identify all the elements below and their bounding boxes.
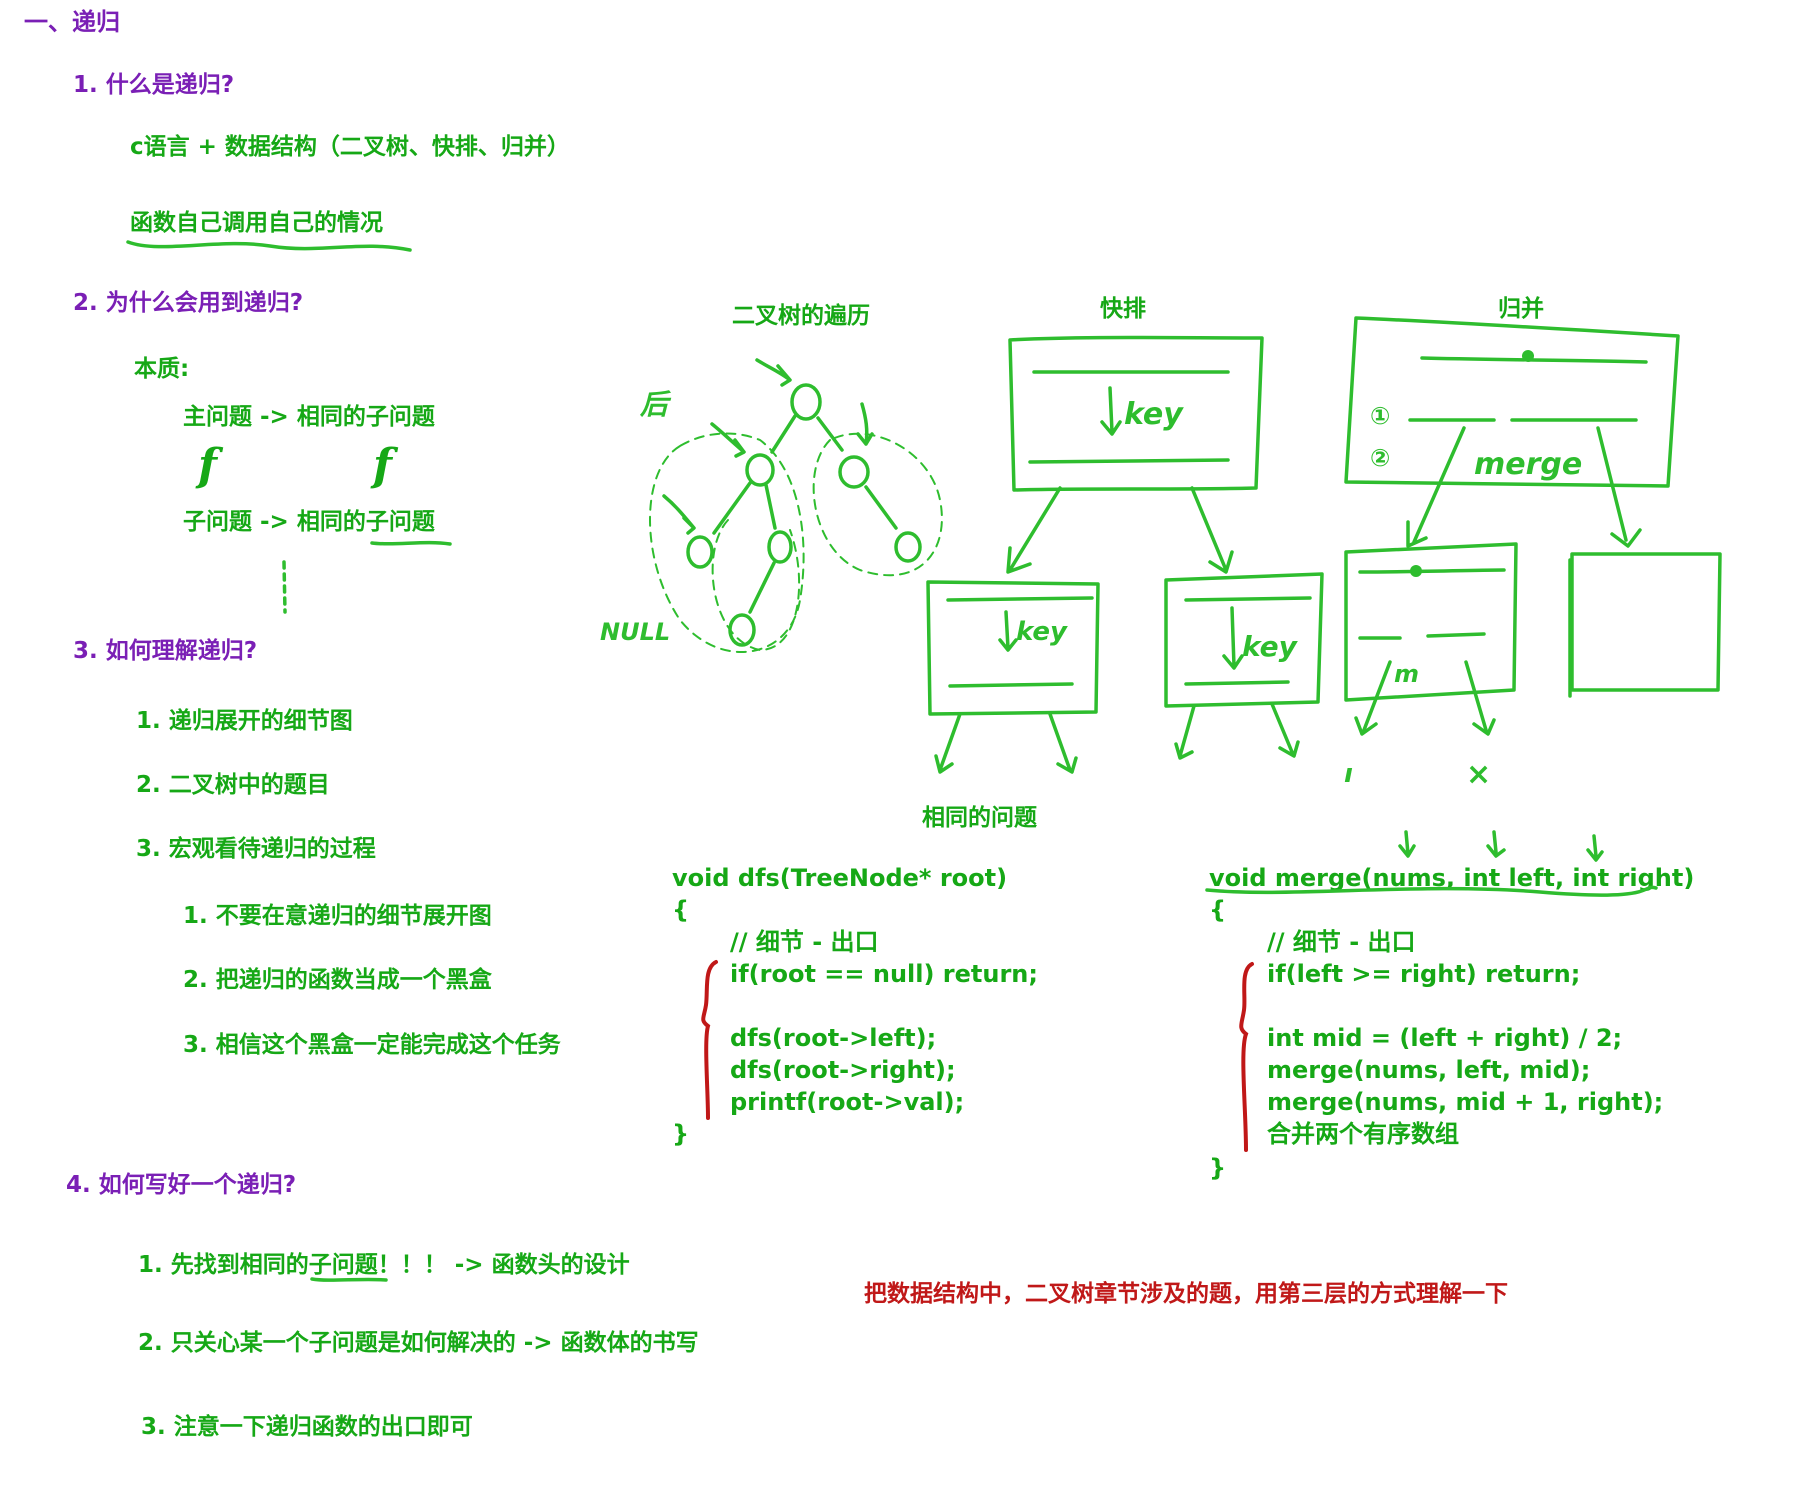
- dfs-open-brace: {: [672, 896, 690, 924]
- merge-close-brace: }: [1209, 1154, 1227, 1182]
- merge-line-3: merge(nums, left, mid);: [1267, 1056, 1591, 1084]
- q2-essence: 本质:: [134, 356, 190, 382]
- key-label-2: key: [1016, 617, 1068, 647]
- merge-open-brace: {: [1209, 896, 1227, 924]
- f-symbol-2: f: [373, 440, 392, 491]
- red-braces: [701, 960, 1254, 1152]
- merge-line-4: merge(nums, mid + 1, right);: [1267, 1088, 1664, 1116]
- dfs-line-4: printf(root->val);: [730, 1088, 965, 1116]
- q3-sub-item-3: 3. 相信这个黑盒一定能完成这个任务: [183, 1032, 561, 1058]
- q3-sub-item-1: 1. 不要在意递归的细节展开图: [183, 903, 492, 929]
- merge-word: merge: [1474, 447, 1582, 482]
- section-title: 一、递归: [24, 8, 120, 36]
- merge-signature: void merge(nums, int left, int right): [1209, 864, 1695, 892]
- q3-sub-item-2: 2. 把递归的函数当成一个黑盒: [183, 967, 492, 993]
- dfs-line-2: dfs(root->left);: [730, 1024, 937, 1052]
- tree-traversal-label: 二叉树的遍历: [732, 303, 870, 329]
- mid-mark: m: [1394, 660, 1419, 688]
- f-symbol-1: f: [198, 440, 217, 491]
- q2-line2: 子问题 -> 相同的子问题: [183, 509, 435, 535]
- mark-x: ×: [1466, 757, 1491, 792]
- q4-item-1: 1. 先找到相同的子问题！！！ -> 函数头的设计: [138, 1252, 630, 1278]
- q2-title: 2. 为什么会用到递归?: [73, 290, 304, 316]
- q4-item-3: 3. 注意一下递归函数的出口即可: [141, 1414, 473, 1440]
- merge-dots: [1410, 350, 1534, 577]
- q4-title: 4. 如何写好一个递归?: [66, 1172, 297, 1198]
- null-label: NULL: [600, 618, 670, 646]
- quicksort-drawing: [926, 335, 1324, 774]
- q2-line1: 主问题 -> 相同的子问题: [183, 404, 435, 430]
- q1-title: 1. 什么是递归?: [73, 72, 235, 98]
- merge-line-1: if(left >= right) return;: [1267, 960, 1581, 988]
- dfs-line-3: dfs(root->right);: [730, 1056, 956, 1084]
- underline-subproblem: [370, 540, 452, 546]
- merge-line-5: 合并两个有序数组: [1267, 1120, 1459, 1148]
- quicksort-label: 快排: [1100, 296, 1146, 322]
- dfs-line-1: if(root == null) return;: [730, 960, 1038, 988]
- q1-line1: c语言 + 数据结构（二叉树、快排、归并）: [130, 134, 570, 160]
- merge-comment: // 细节 - 出口: [1267, 928, 1416, 956]
- binary-tree-drawing: [649, 358, 943, 654]
- mergesort-label: 归并: [1498, 296, 1544, 322]
- underline-recursion-def: [126, 240, 412, 252]
- same-problem-label: 相同的问题: [922, 805, 1037, 831]
- q4-item-2: 2. 只关心某一个子问题是如何解决的 -> 函数体的书写: [138, 1330, 699, 1356]
- step-2-mark: ②: [1370, 444, 1390, 472]
- underline-merge-signature: [1205, 885, 1658, 897]
- q3-title: 3. 如何理解递归?: [73, 638, 258, 664]
- q3-item-3: 3. 宏观看待递归的过程: [136, 836, 376, 862]
- q3-item-1: 1. 递归展开的细节图: [136, 708, 353, 734]
- key-label-3: key: [1242, 630, 1299, 663]
- dashed-continuation: [282, 560, 287, 614]
- mark-i: ı: [1344, 759, 1353, 789]
- red-note: 把数据结构中，二叉树章节涉及的题，用第三层的方式理解一下: [864, 1281, 1508, 1307]
- dfs-close-brace: }: [672, 1120, 690, 1148]
- dfs-signature: void dfs(TreeNode* root): [672, 864, 1008, 892]
- q1-line2: 函数自己调用自己的情况: [130, 210, 383, 236]
- key-label-1: key: [1124, 397, 1184, 432]
- dfs-comment: // 细节 - 出口: [730, 928, 879, 956]
- step-1-mark: ①: [1370, 402, 1390, 430]
- q3-item-2: 2. 二叉树中的题目: [136, 772, 330, 798]
- underline-subproblem-q4: [310, 1277, 388, 1282]
- post-order-mark: 后: [639, 388, 672, 421]
- merge-line-2: int mid = (left + right) / 2;: [1267, 1024, 1623, 1052]
- mergesort-drawing: [1344, 316, 1722, 862]
